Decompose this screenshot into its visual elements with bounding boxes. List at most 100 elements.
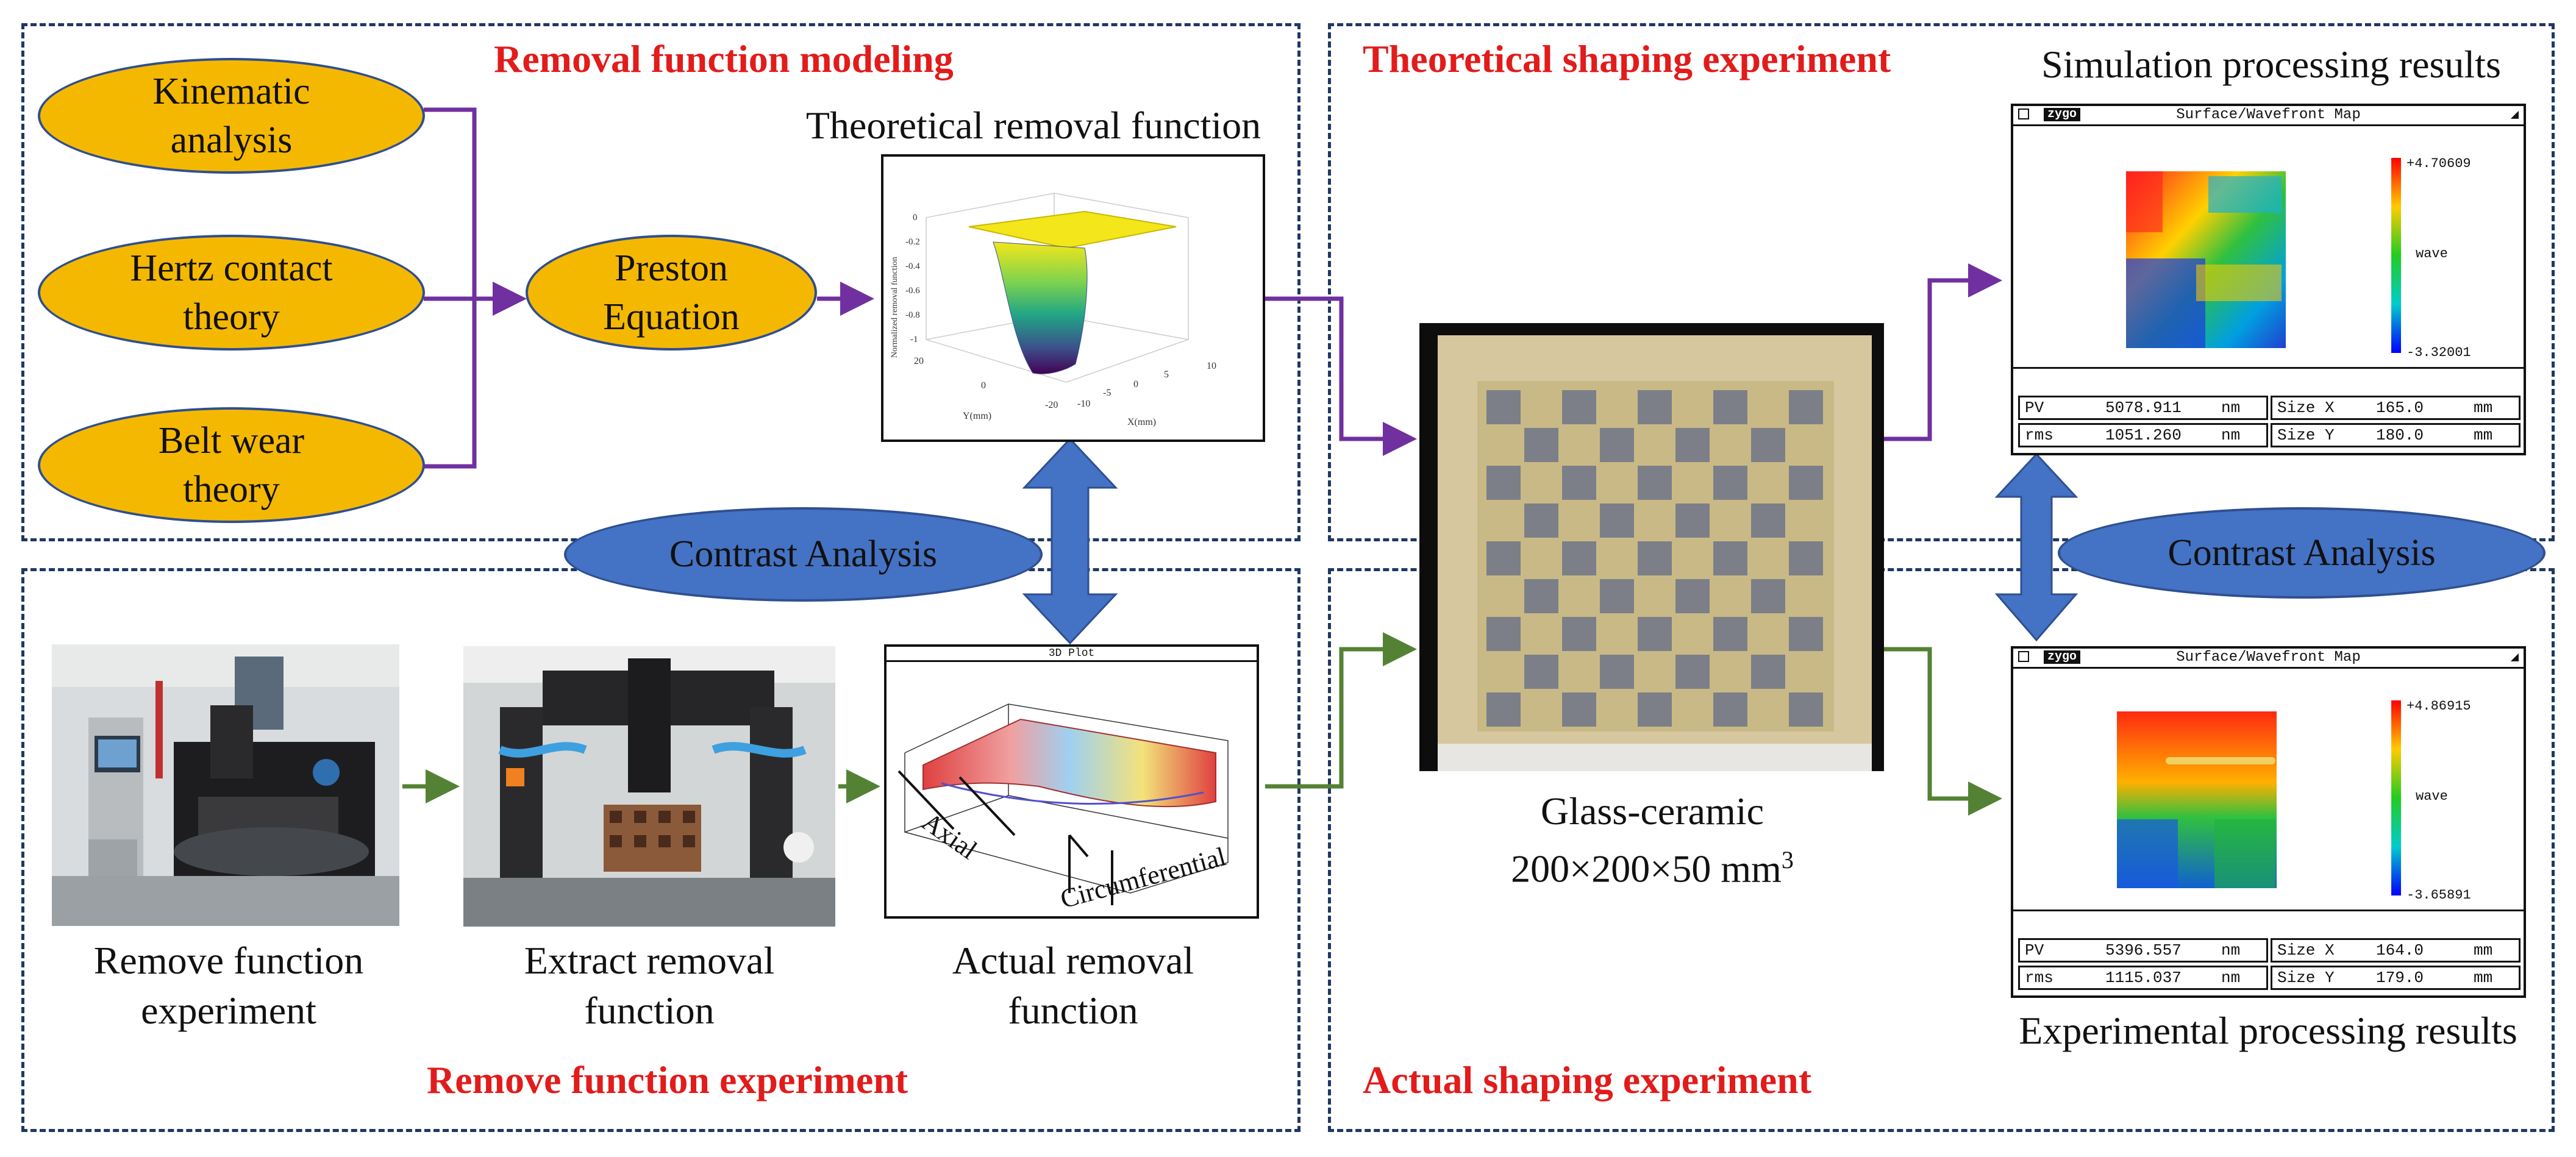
checker-square: [1789, 390, 1823, 424]
rms-unit: nm: [2221, 969, 2241, 987]
checker-square: [1675, 579, 1710, 613]
checker-square: [1675, 428, 1710, 462]
y-tick: -20: [1045, 400, 1058, 410]
window-menu-icon[interactable]: [2018, 109, 2029, 119]
actual-shaping-title: Actual shaping experiment: [1363, 1058, 1811, 1102]
sample-to-exp-arrow: [1884, 647, 2002, 816]
sim-scale-unit: wave: [2416, 246, 2448, 262]
actual-to-sample-arrow: [1265, 632, 1417, 789]
checker-square: [1638, 466, 1672, 500]
checker-square: [1638, 692, 1672, 727]
checker-square: [1524, 579, 1558, 613]
rms-label: rms: [2025, 969, 2053, 987]
checker-square: [1713, 692, 1747, 727]
right-double-arrow: [1994, 452, 2078, 642]
pv-value: 5078.911: [2105, 399, 2182, 417]
checker-square: [1751, 428, 1785, 462]
actual-plot-header-label: 3D Plot: [1048, 647, 1095, 660]
preston-equation-oval: Preston Equation: [526, 235, 817, 351]
theoretical-shaping-title: Theoretical shaping experiment: [1363, 37, 1891, 80]
actual-removal-plot: 3D Plot Axial Circumfere: [884, 644, 1259, 919]
checker-square: [1486, 390, 1521, 424]
z-tick: -0.6: [905, 286, 920, 296]
checker-square: [1524, 655, 1558, 689]
checker-square: [1789, 617, 1823, 651]
z-axis-label: Normalized removal function: [890, 257, 899, 358]
actual-plot-header: 3D Plot: [887, 647, 1257, 662]
glass-ceramic-caption-line1: Glass-ceramic: [1540, 789, 1764, 833]
checkerboard-sample: [1419, 323, 1884, 771]
y-tick: 20: [914, 356, 924, 366]
x-axis-ticks: -10 -5 0 5 10: [1077, 361, 1216, 409]
exp-sizex-row: Size X 164.0 mm: [2271, 938, 2521, 963]
exp-zygo-header: zygo Surface/Wavefront Map ◢: [2013, 649, 2524, 669]
sim-sizex-row: Size X 165.0 mm: [2271, 396, 2521, 420]
left-double-arrow: [1022, 437, 1118, 645]
sizex-label: Size X: [2277, 941, 2335, 959]
rms-label: rms: [2025, 426, 2053, 444]
checker-square: [1562, 617, 1596, 651]
exp-zygo-title: Surface/Wavefront Map: [2176, 649, 2361, 666]
checker-square: [1638, 541, 1672, 575]
theoretical-removal-caption: Theoretical removal function: [805, 104, 1261, 147]
pv-label: PV: [2025, 399, 2044, 417]
removal-modeling-title: Removal function modeling: [494, 37, 954, 80]
sizey-unit: mm: [2474, 426, 2493, 444]
checker-square: [1562, 390, 1596, 424]
x-tick: 0: [1133, 379, 1138, 390]
belt-connector: [424, 299, 477, 469]
sim-heatmap: +4.70609 wave -3.32001: [2126, 156, 2471, 360]
x-axis-label: X(mm): [1127, 417, 1156, 427]
x-tick: 5: [1164, 369, 1169, 380]
exp-pv-row: PV 5396.557 nm: [2018, 938, 2268, 963]
section-theoretical-shaping: [1328, 23, 2555, 541]
kinematic-analysis-oval: Kinematic analysis: [38, 58, 425, 174]
y-tick: 0: [981, 380, 986, 391]
window-menu-icon[interactable]: [2018, 651, 2029, 662]
window-corner-icon[interactable]: ◢: [2510, 107, 2519, 123]
glass-ceramic-dimensions: 200×200×50 mm: [1511, 847, 1782, 891]
kinematic-connector: [424, 107, 477, 299]
checker-square: [1789, 466, 1823, 500]
sim-scale-max: +4.70609: [2407, 156, 2471, 171]
preston-equation-label: Preston Equation: [603, 247, 740, 338]
rms-value: 1051.260: [2105, 426, 2182, 444]
glass-ceramic-caption-line2: 200×200×50 mm3: [1421, 835, 1884, 894]
remove-function-experiment-photo: [52, 644, 399, 926]
sim-zygo-header: zygo Surface/Wavefront Map ◢: [2013, 106, 2524, 126]
axis-indicator-lines: [897, 770, 1113, 905]
checker-square: [1675, 655, 1710, 689]
window-corner-icon[interactable]: ◢: [2510, 650, 2519, 665]
z-tick: -0.2: [905, 237, 920, 247]
contrast-analysis-left: Contrast Analysis: [564, 507, 1043, 602]
checker-square: [1713, 617, 1747, 651]
z-tick: -1: [910, 335, 918, 344]
remove-experiment-title: Remove function experiment: [427, 1058, 908, 1102]
sizey-label: Size Y: [2277, 426, 2335, 444]
x-tick: -10: [1077, 399, 1090, 409]
experimental-zygo-window: zygo Surface/Wavefront Map ◢: [2011, 646, 2526, 998]
extract-removal-function-photo: [463, 646, 835, 927]
surface-top: [968, 210, 1177, 249]
checker-square: [1562, 541, 1596, 575]
pv-unit: nm: [2221, 941, 2241, 959]
sim-zygo-title: Surface/Wavefront Map: [2176, 107, 2361, 123]
checker-square: [1713, 466, 1747, 500]
kinematic-analysis-label: Kinematic analysis: [152, 71, 310, 161]
checker-square: [1713, 390, 1747, 424]
pv-label: PV: [2025, 941, 2044, 959]
checker-square: [1713, 541, 1747, 575]
checker-square: [1751, 655, 1785, 689]
checker-square: [1486, 541, 1521, 575]
z-axis-ticks: 0 -0.2 -0.4 -0.6 -0.8 -1: [905, 213, 920, 344]
z-tick: -0.8: [905, 310, 920, 320]
actual-removal-function-caption: Actual removal function: [952, 939, 1194, 1032]
surface-trough: [993, 241, 1088, 374]
checker-square: [1751, 579, 1785, 613]
remove-function-experiment-caption: Remove function experiment: [93, 939, 364, 1032]
checker-square: [1486, 466, 1521, 500]
checker-square: [1486, 692, 1521, 727]
checker-square: [1600, 579, 1634, 613]
checker-square: [1524, 504, 1558, 538]
